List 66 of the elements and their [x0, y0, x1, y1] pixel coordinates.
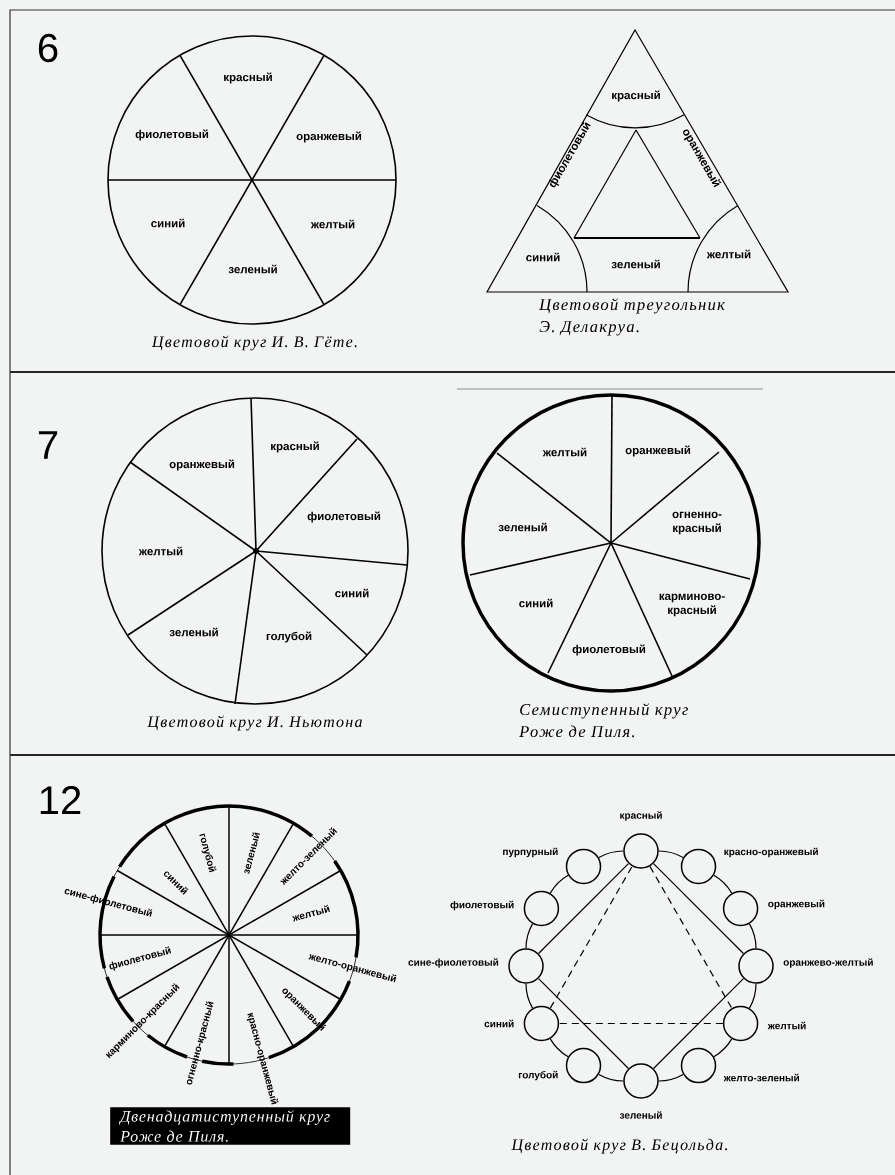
connector-line — [549, 865, 633, 1009]
segment-label: фиолетовый — [135, 129, 209, 141]
color-label: пурпурный — [503, 847, 558, 858]
ring-arc — [525, 983, 534, 1009]
connector-line — [649, 865, 733, 1009]
ring-arc — [713, 1038, 733, 1058]
ring-arc — [525, 923, 534, 949]
color-label: красный — [620, 811, 662, 821]
segment-label: фиолетовый — [307, 511, 381, 523]
segment-label: синий — [526, 252, 560, 262]
segment-label: карминово-красный — [659, 593, 725, 617]
segment-label: оранжевый — [296, 131, 362, 143]
caption: Цветовой круг И. Ньютона — [147, 715, 362, 731]
connector-line — [537, 977, 630, 1070]
segment-label: зеленый — [228, 264, 277, 274]
color-label: оранжево-желтый — [783, 958, 873, 968]
segment-label: желтый — [138, 546, 183, 556]
segment-label: красный — [271, 441, 319, 453]
caption: Семиступенный круг Роже де Пиля. — [519, 703, 688, 738]
segment-label: голубой — [266, 631, 312, 643]
color-label: зеленый — [619, 1111, 662, 1119]
color-label: фиолетовый — [450, 900, 514, 911]
ring-arc — [549, 1038, 569, 1058]
segment-label: синий — [151, 218, 185, 228]
segment-label: огненно-красный — [672, 511, 722, 535]
figure-number: 12 — [40, 786, 81, 814]
color-label: оранжевый — [768, 899, 825, 910]
color-label: желто-зеленый — [723, 1073, 799, 1082]
ring-arc — [658, 1073, 684, 1082]
ring-arc — [549, 874, 569, 894]
caption: Цветовой круг И. В. Гёте. — [151, 335, 357, 351]
caption: Цветовой круг В. Бецольда. — [511, 1138, 727, 1154]
color-label: красно-оранжевый — [724, 847, 818, 858]
segment-label: зеленый — [498, 522, 547, 532]
connector-line — [558, 1022, 724, 1025]
segment-label: оранжевый — [625, 445, 691, 457]
segment-label: красный — [224, 72, 272, 84]
connector-line — [652, 862, 745, 955]
segment-label: красный — [612, 90, 660, 102]
segment-label: желтый — [310, 219, 355, 229]
caption-banner: Двенадцатиступенный круг Роже де Пиля. — [110, 1107, 351, 1145]
segment-label: зеленый — [244, 832, 260, 874]
ring-arc — [598, 1073, 624, 1082]
segment-label: желтый — [542, 447, 587, 457]
connector-line — [652, 977, 745, 1070]
ring-arc — [748, 923, 757, 949]
segment-label: фиолетовый — [572, 644, 646, 656]
segment-label: зеленый — [611, 259, 660, 269]
segment-label: синий — [335, 588, 369, 598]
color-label: сине-фиолетовый — [408, 958, 499, 968]
ring-arc — [658, 850, 684, 859]
ring-arc — [713, 874, 733, 894]
segment-label: оранжевый — [169, 459, 235, 471]
figure-number: 7 — [38, 431, 58, 459]
caption: Цветовой треугольник Э. Делакруа. — [539, 298, 725, 336]
segment-label: желтый — [706, 249, 751, 259]
color-label: голубой — [518, 1070, 558, 1081]
figure-number: 6 — [38, 33, 58, 63]
segment-label: зеленый — [169, 627, 218, 637]
segment-label: желтый — [292, 904, 330, 922]
ring-arc — [598, 850, 624, 859]
connector-line — [537, 862, 630, 955]
color-label: желтый — [767, 1021, 806, 1030]
ring-arc — [748, 983, 757, 1009]
segment-label: синий — [519, 598, 553, 608]
color-label: синий — [484, 1019, 514, 1028]
